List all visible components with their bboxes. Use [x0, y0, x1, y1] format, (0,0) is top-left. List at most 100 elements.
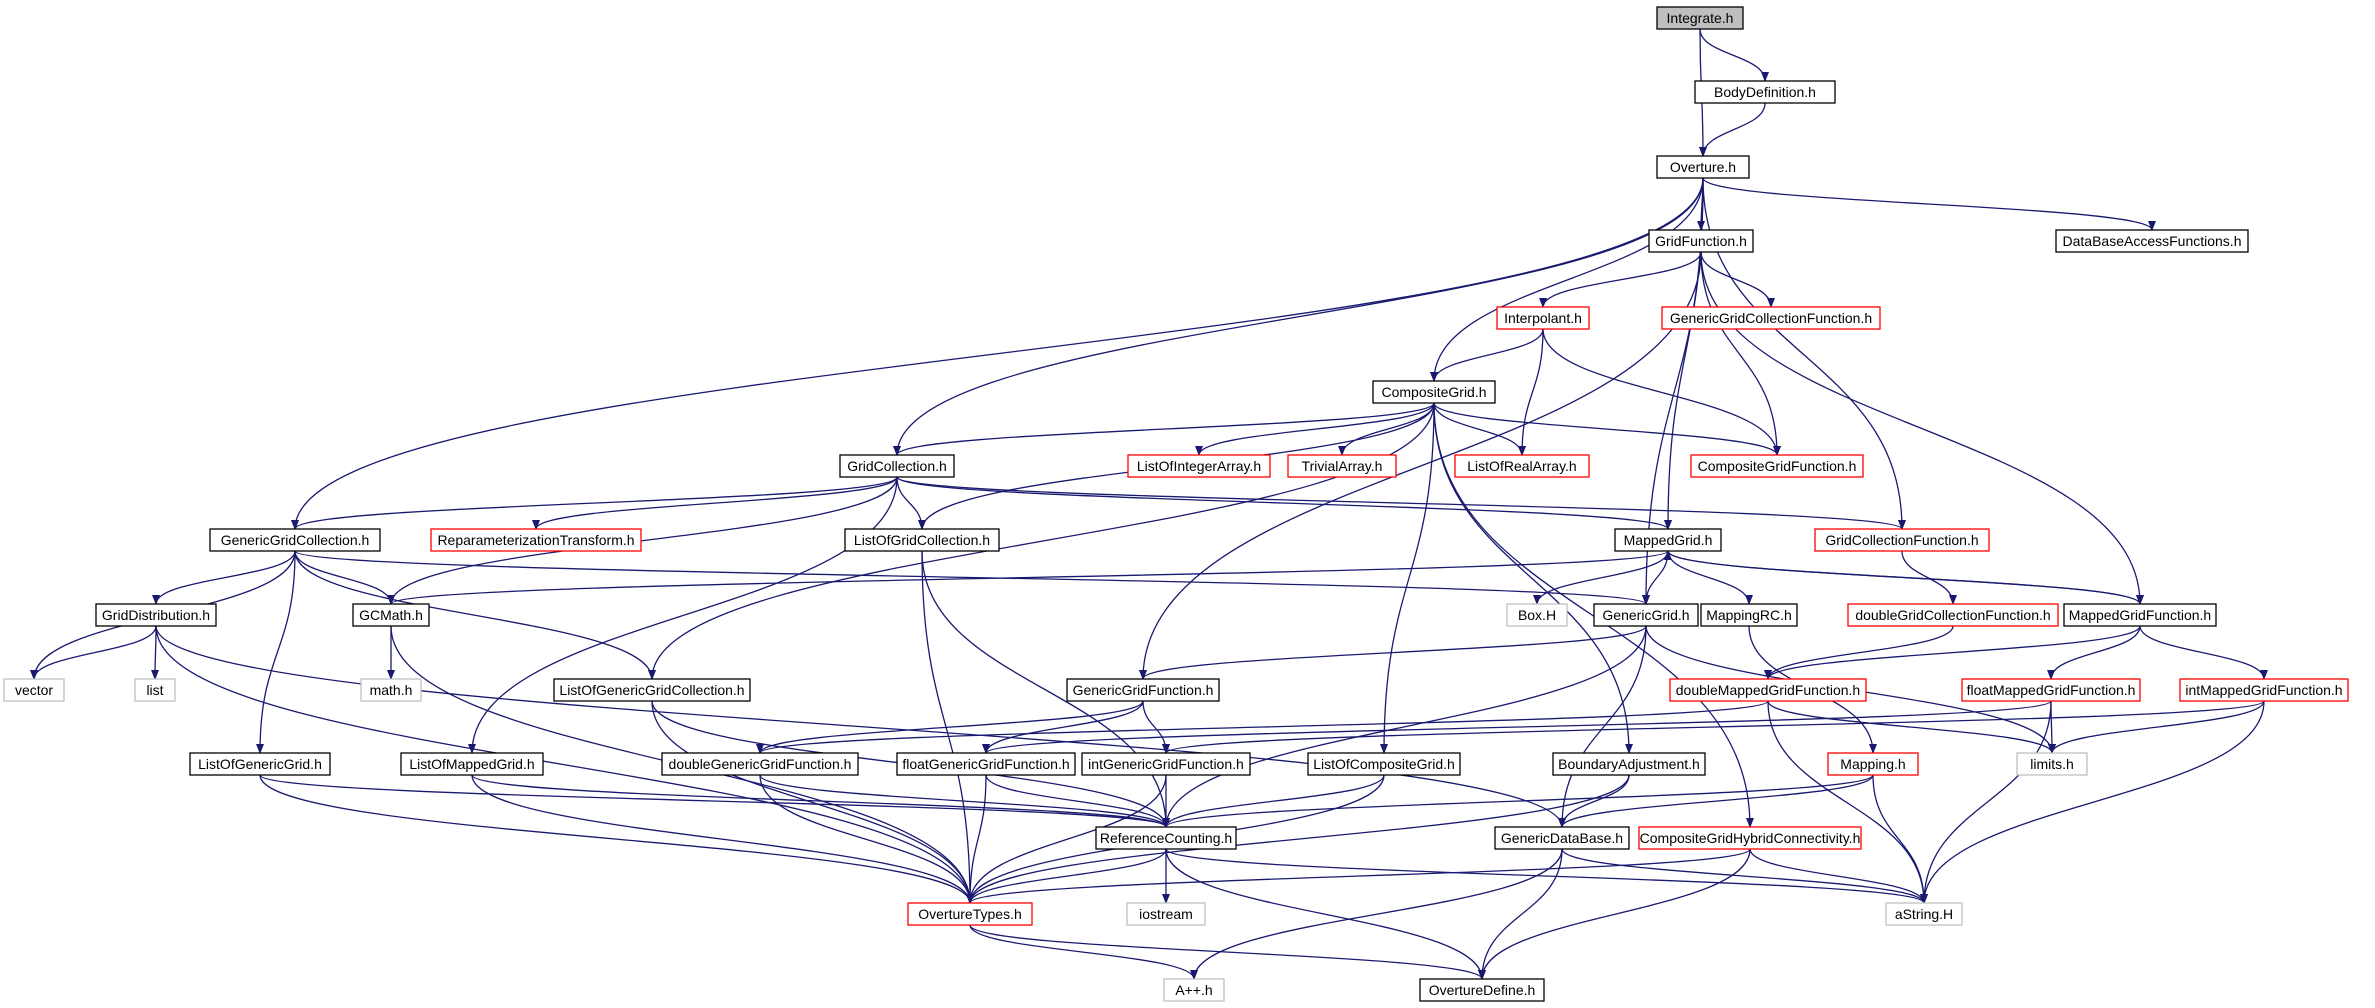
edge-listofggc-to-overturetypes: [651, 700, 974, 904]
node-bodydef[interactable]: BodyDefinition.h: [1694, 80, 1836, 104]
node-label: GridCollection.h: [847, 458, 947, 474]
edge-genericgrid-to-refcount: [1162, 625, 1647, 828]
edge-ggc-to-genericgrid: [294, 550, 1650, 605]
edge-genericgrid-to-ggf: [1139, 625, 1647, 680]
node-list[interactable]: list: [134, 678, 176, 702]
node-ggcf[interactable]: GenericGridCollectionFunction.h: [1661, 306, 1881, 330]
node-boxh[interactable]: Box.H: [1506, 603, 1568, 627]
node-box: [352, 603, 430, 627]
node-gridcollection[interactable]: GridCollection.h: [839, 454, 955, 478]
node-box: [1095, 826, 1237, 850]
node-mappedgrid[interactable]: MappedGrid.h: [1614, 528, 1722, 552]
node-box: [844, 528, 1000, 552]
node-overturetypes[interactable]: OvertureTypes.h: [907, 902, 1033, 926]
node-mapping[interactable]: Mapping.h: [1827, 752, 1919, 776]
edge-refcount-to-astring: [1165, 848, 1928, 904]
node-iostream[interactable]: iostream: [1126, 902, 1206, 926]
node-listofcg[interactable]: ListOfCompositeGrid.h: [1307, 752, 1461, 776]
node-label: ReparameterizationTransform.h: [437, 532, 634, 548]
edge-mappedgrid-to-boxh: [1533, 550, 1669, 605]
node-boundadj[interactable]: BoundaryAdjustment.h: [1552, 752, 1706, 776]
node-label: intGenericGridFunction.h: [1088, 756, 1244, 772]
node-label: ReferenceCounting.h: [1100, 830, 1232, 846]
node-integrate[interactable]: Integrate.h: [1656, 6, 1744, 30]
node-listofmg[interactable]: ListOfMappedGrid.h: [400, 752, 544, 776]
node-box: [1066, 678, 1220, 702]
edge-imgf-to-iggf: [1162, 700, 2265, 754]
edge-gridfunction-to-ggcf: [1700, 251, 1775, 308]
node-ggc[interactable]: GenericGridCollection.h: [209, 528, 381, 552]
node-box: [1496, 306, 1590, 330]
node-limitsh[interactable]: limits.h: [2016, 752, 2088, 776]
node-genericgrid[interactable]: GenericGrid.h: [1593, 603, 1699, 627]
edge-mgf-to-dmgf: [1764, 625, 2141, 680]
node-listofgg[interactable]: ListOfGenericGrid.h: [189, 752, 331, 776]
node-listofrealarray[interactable]: ListOfRealArray.h: [1454, 454, 1590, 478]
node-imgf[interactable]: intMappedGridFunction.h: [2179, 678, 2349, 702]
node-listofintarray[interactable]: ListOfIntegerArray.h: [1127, 454, 1271, 478]
node-listofggc[interactable]: ListOfGenericGridCollection.h: [553, 678, 751, 702]
node-refcount[interactable]: ReferenceCounting.h: [1095, 826, 1237, 850]
edge-listofgc-to-refcount: [921, 550, 1170, 828]
node-dbaccess[interactable]: DataBaseAccessFunctions.h: [2055, 229, 2249, 253]
node-fmgf[interactable]: floatMappedGridFunction.h: [1961, 678, 2141, 702]
node-overturedefine[interactable]: OvertureDefine.h: [1419, 978, 1545, 1002]
edge-gridcollection-to-gcmath: [387, 476, 898, 605]
node-label: GridCollectionFunction.h: [1825, 532, 1978, 548]
node-box: [3, 678, 65, 702]
node-mathh[interactable]: math.h: [360, 678, 422, 702]
node-listofgc[interactable]: ListOfGridCollection.h: [844, 528, 1000, 552]
edge-cghc-to-astring: [1749, 848, 1928, 904]
edge-refcount-to-overturedefine: [1165, 848, 1486, 980]
node-app[interactable]: A++.h: [1163, 978, 1225, 1002]
node-interpolant[interactable]: Interpolant.h: [1496, 306, 1590, 330]
node-fggf[interactable]: floatGenericGridFunction.h: [896, 752, 1076, 776]
node-dggf[interactable]: doubleGenericGridFunction.h: [661, 752, 859, 776]
node-griddist[interactable]: GridDistribution.h: [95, 603, 217, 627]
edge-fmgf-to-fggf: [982, 700, 2052, 754]
edge-listofgg-to-overturetypes: [259, 774, 974, 904]
node-label: ListOfGenericGrid.h: [198, 756, 322, 772]
edge-gdb-to-astring: [1561, 848, 1928, 904]
node-mappingrc[interactable]: MappingRC.h: [1700, 603, 1798, 627]
node-iggf[interactable]: intGenericGridFunction.h: [1081, 752, 1251, 776]
edge-ggc-to-gcmath: [294, 550, 395, 605]
node-vector[interactable]: vector: [3, 678, 65, 702]
node-mgf[interactable]: MappedGridFunction.h: [2063, 603, 2217, 627]
node-compositegrid[interactable]: CompositeGrid.h: [1372, 380, 1496, 404]
node-label: OvertureTypes.h: [918, 906, 1022, 922]
node-label: CompositeGridFunction.h: [1698, 458, 1857, 474]
node-label: doubleGridCollectionFunction.h: [1855, 607, 2050, 623]
node-cgf[interactable]: CompositeGridFunction.h: [1690, 454, 1864, 478]
edge-fggf-to-overturetypes: [966, 774, 987, 904]
node-cghc[interactable]: CompositeGridHybridConnectivity.h: [1638, 826, 1862, 850]
edge-mappedgrid-to-mappingrc: [1667, 550, 1753, 605]
node-gridfunction[interactable]: GridFunction.h: [1648, 229, 1754, 253]
edge-compositegrid-to-cghc: [1433, 402, 1754, 828]
node-label: MappingRC.h: [1706, 607, 1792, 623]
edge-dmgf-to-limitsh: [1767, 700, 2056, 754]
edge-compositegrid-to-cgf: [1433, 402, 1781, 456]
nodes-layer: Integrate.hBodyDefinition.hOverture.hDat…: [3, 6, 2349, 1002]
edge-listofmg-to-refcount: [471, 774, 1170, 828]
edge-overturetypes-to-app: [969, 924, 1198, 980]
node-gcf[interactable]: GridCollectionFunction.h: [1814, 528, 1990, 552]
node-label: TrivialArray.h: [1302, 458, 1383, 474]
node-box: [2063, 603, 2217, 627]
node-label: doubleMappedGridFunction.h: [1676, 682, 1860, 698]
edge-gridfunction-to-interpolant: [1539, 251, 1702, 308]
node-label: ListOfIntegerArray.h: [1137, 458, 1261, 474]
node-gcmath[interactable]: GCMath.h: [352, 603, 430, 627]
edge-ggc-to-griddist: [152, 550, 296, 605]
node-astring[interactable]: aString.H: [1885, 902, 1963, 926]
node-reparam[interactable]: ReparameterizationTransform.h: [430, 528, 642, 552]
node-trivialarray[interactable]: TrivialArray.h: [1287, 454, 1397, 478]
node-dmgf[interactable]: doubleMappedGridFunction.h: [1669, 678, 1867, 702]
node-dgcf[interactable]: doubleGridCollectionFunction.h: [1847, 603, 2059, 627]
node-label: limits.h: [2030, 756, 2074, 772]
node-ggf[interactable]: GenericGridFunction.h: [1066, 678, 1220, 702]
node-overture[interactable]: Overture.h: [1656, 155, 1750, 179]
edge-griddist-to-gdb: [155, 625, 1566, 828]
node-box: [907, 902, 1033, 926]
node-gdb[interactable]: GenericDataBase.h: [1494, 826, 1630, 850]
